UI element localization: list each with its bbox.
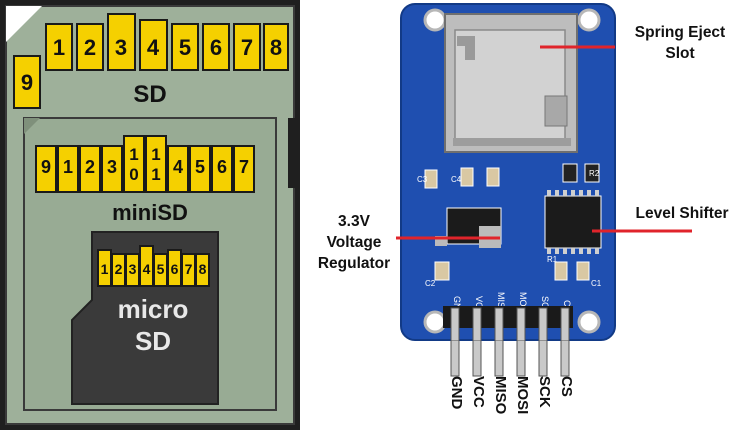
microsd-pin-label: 5 bbox=[157, 261, 165, 277]
microsd-pin-label: 2 bbox=[115, 261, 123, 277]
module-pcb-illustration: C3 C4 R1 R2 C2 C1 GND VCC MISO MOSI SCK … bbox=[400, 3, 616, 346]
level-shifter-chip bbox=[544, 195, 602, 249]
sd-pin-label: 6 bbox=[210, 35, 222, 60]
silk-pin-label: VCC bbox=[474, 296, 484, 316]
callout-line: Slot bbox=[665, 45, 695, 62]
minisd-label: miniSD bbox=[112, 200, 188, 225]
mounting-hole bbox=[577, 8, 601, 32]
pin-label-mosi: MOSI bbox=[514, 376, 531, 415]
minisd-pin-label-10a: 1 bbox=[129, 145, 138, 164]
sd-card-illustration: 9 1 2 3 4 5 6 7 8 SD 9 1 2 3 1 bbox=[0, 0, 300, 430]
callout-line: Voltage bbox=[326, 234, 382, 251]
silk-pin-label: MISO bbox=[496, 292, 506, 315]
silk-label: R1 bbox=[547, 255, 558, 264]
minisd-pin-label: 5 bbox=[195, 157, 205, 177]
callout-line: 3.3V bbox=[338, 213, 370, 230]
microsd-label-line2: SD bbox=[135, 326, 171, 356]
pin-label-miso: MISO bbox=[492, 376, 509, 415]
sd-pin-label: 2 bbox=[84, 35, 96, 60]
pin-label-cs: CS bbox=[558, 376, 575, 397]
silk-label: R2 bbox=[589, 169, 600, 178]
minisd-pin-label: 4 bbox=[173, 157, 183, 177]
minisd-pin-label: 3 bbox=[107, 157, 117, 177]
silk-label: C4 bbox=[451, 175, 462, 184]
sd-pins: 9 1 2 3 4 5 6 7 8 bbox=[13, 13, 289, 109]
callout-line: Spring Eject bbox=[634, 24, 726, 41]
microsd-pin-label: 7 bbox=[185, 261, 193, 277]
callout-line: Level Shifter bbox=[635, 205, 729, 222]
regulator-callout: 3.3V Voltage Regulator bbox=[302, 211, 406, 274]
header-pins-lower bbox=[450, 340, 570, 377]
microsd-pin-label: 8 bbox=[199, 261, 207, 277]
sd-pin-label: 3 bbox=[115, 35, 127, 60]
microsd-pin-label: 4 bbox=[143, 261, 151, 277]
silk-pin-label: SCK bbox=[540, 296, 550, 315]
minisd-pin-label-11a: 1 bbox=[151, 145, 160, 164]
sd-pin-label: 8 bbox=[270, 35, 282, 60]
silk-label: C1 bbox=[591, 279, 602, 288]
minisd-pin-label: 6 bbox=[217, 157, 227, 177]
microsd-module: C3 C4 R1 R2 C2 C1 GND VCC MISO MOSI SCK … bbox=[395, 0, 625, 346]
minisd-pin-label: 1 bbox=[63, 157, 73, 177]
minisd-pin-label: 2 bbox=[85, 157, 95, 177]
minisd-pin-label-11b: 1 bbox=[151, 165, 160, 184]
mounting-hole bbox=[577, 310, 601, 334]
silk-label: C3 bbox=[417, 175, 428, 184]
minisd-pin-label: 9 bbox=[41, 157, 51, 177]
sd-pin-label: 1 bbox=[53, 35, 65, 60]
microsd-pins: 1 2 3 4 5 6 7 8 bbox=[97, 245, 210, 287]
sd-label: SD bbox=[133, 81, 166, 108]
sd-pin-label: 5 bbox=[179, 35, 191, 60]
microsd-pin-label: 3 bbox=[129, 261, 137, 277]
level-shifter-callout: Level Shifter bbox=[614, 203, 750, 224]
microsd-pin-label: 6 bbox=[171, 261, 179, 277]
pin-label-vcc: VCC bbox=[470, 376, 487, 408]
sd-pin-label: 9 bbox=[21, 70, 33, 95]
silk-label: C2 bbox=[425, 279, 436, 288]
minisd-pins: 9 1 2 3 1 0 1 1 4 5 6 7 bbox=[35, 135, 255, 193]
microsd-pin-label: 1 bbox=[101, 261, 109, 277]
sd-pin-label: 4 bbox=[147, 35, 160, 60]
pin-label-gnd: GND bbox=[448, 376, 465, 410]
sd-pin-label: 7 bbox=[241, 35, 253, 60]
microsd-label-line1: micro bbox=[118, 294, 189, 324]
silk-pin-label: MOSI bbox=[518, 292, 528, 315]
minisd-pin-label-10b: 0 bbox=[129, 165, 138, 184]
minisd-pin-label: 7 bbox=[239, 157, 249, 177]
spring-eject-callout: Spring Eject Slot bbox=[612, 22, 748, 64]
sd-card-diagram: 9 1 2 3 4 5 6 7 8 SD 9 1 2 3 1 bbox=[0, 0, 300, 430]
callout-line: Regulator bbox=[317, 255, 391, 272]
pin-label-sck: SCK bbox=[536, 376, 553, 408]
